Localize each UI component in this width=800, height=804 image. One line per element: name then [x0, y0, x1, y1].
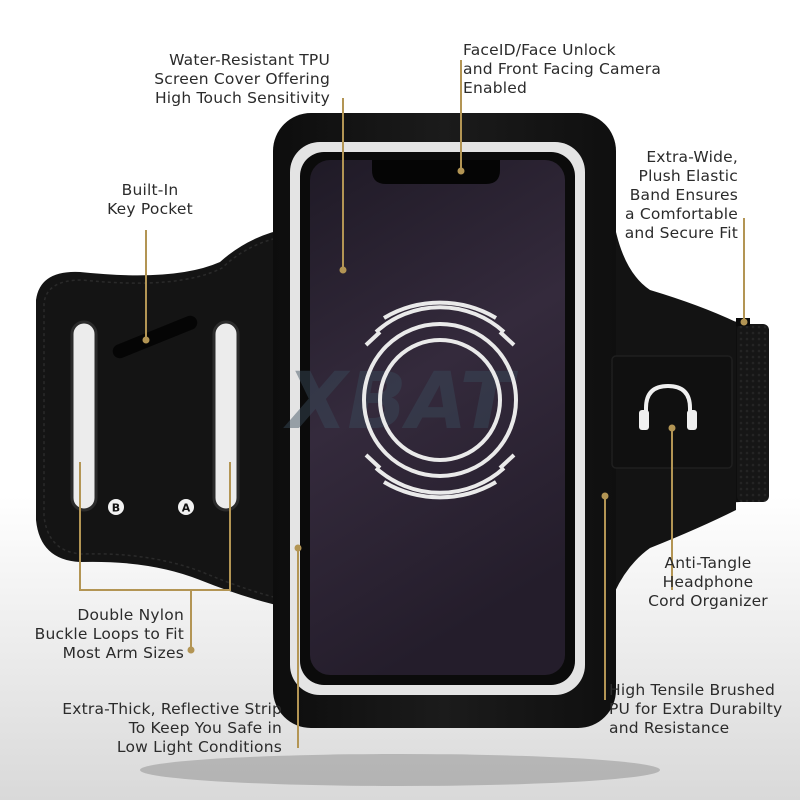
- callout-buckle-line-2: Buckle Loops to Fit: [34, 625, 184, 643]
- callout-strip-line-2: To Keep You Safe in: [128, 719, 282, 737]
- callout-dot-cord: [668, 424, 676, 432]
- key-pocket-slit: [112, 315, 198, 359]
- loop-marker-b: [108, 499, 124, 515]
- callout-cord-organizer: Anti-Tangle Headphone Cord Organizer: [636, 554, 780, 611]
- callout-line-buckle: [79, 462, 231, 591]
- callout-cord-line-1: Anti-Tangle: [664, 554, 752, 572]
- callout-key-line-2: Key Pocket: [107, 200, 193, 218]
- callout-key-line-1: Built-In: [121, 181, 179, 199]
- callout-dot-faceid: [457, 167, 465, 175]
- callout-cord-line-3: Cord Organizer: [648, 592, 768, 610]
- armband-shadow: [140, 754, 660, 786]
- callout-pu-line-3: and Resistance: [609, 719, 730, 737]
- loop-marker-a: [178, 499, 194, 515]
- callout-dot-tpu: [339, 266, 347, 274]
- callout-pu-line-1: High Tensile Brushed: [609, 681, 776, 699]
- callout-cord-line-2: Headphone: [662, 573, 754, 591]
- callout-tpu-line-2: Screen Cover Offering: [154, 70, 330, 88]
- callout-tpu-cover: Water-Resistant TPU Screen Cover Offerin…: [128, 51, 330, 108]
- callout-key-pocket: Built-In Key Pocket: [98, 181, 202, 219]
- callout-band-line-3: Band Ensures: [629, 186, 738, 204]
- buckle-loop-left: [70, 320, 98, 512]
- concentric-rings-logo: [362, 300, 518, 500]
- callout-buckle-line-1: Double Nylon: [77, 606, 184, 624]
- callout-band-line-1: Extra-Wide,: [646, 148, 738, 166]
- callout-strip-line-3: Low Light Conditions: [116, 738, 282, 756]
- loop-marker-b-text: B: [112, 502, 120, 515]
- callout-faceid-line-1: FaceID/Face Unlock: [463, 41, 616, 59]
- callout-dot-band: [740, 318, 748, 326]
- callout-dot-strip: [294, 544, 302, 552]
- callout-elastic-band: Extra-Wide, Plush Elastic Band Ensures a…: [590, 148, 738, 243]
- callout-face-id: FaceID/Face Unlock and Front Facing Came…: [463, 41, 693, 98]
- callout-reflective-strip: Extra-Thick, Reflective Strip To Keep Yo…: [40, 700, 282, 757]
- headphone-icon: [639, 383, 697, 430]
- watermark: XBAT: [283, 357, 518, 447]
- callout-dot-buckle: [187, 646, 195, 654]
- callout-tpu-line-3: High Touch Sensitivity: [154, 89, 330, 107]
- callout-brushed-pu: High Tensile Brushed PU for Extra Durabi…: [609, 681, 799, 738]
- callout-strip-line-1: Extra-Thick, Reflective Strip: [62, 700, 282, 718]
- buckle-loop-right: [212, 320, 240, 512]
- callout-buckle-line-3: Most Arm Sizes: [62, 644, 184, 662]
- callout-band-line-5: and Secure Fit: [624, 224, 738, 242]
- phone-notch: [372, 160, 500, 184]
- callout-faceid-line-3: Enabled: [463, 79, 528, 97]
- phone-screen: [310, 160, 565, 675]
- callout-faceid-line-2: and Front Facing Camera: [463, 60, 662, 78]
- callout-buckle-loops: Double Nylon Buckle Loops to Fit Most Ar…: [6, 606, 184, 663]
- callout-tpu-line-1: Water-Resistant TPU: [169, 51, 330, 69]
- callout-pu-line-2: PU for Extra Durabilty: [609, 700, 783, 718]
- callout-dot-pu: [601, 492, 609, 500]
- callout-dot-key: [142, 336, 150, 344]
- callout-lines: [79, 60, 748, 748]
- loop-marker-a-text: A: [182, 502, 191, 515]
- callout-band-line-4: a Comfortable: [625, 205, 738, 223]
- callout-band-line-2: Plush Elastic: [638, 167, 738, 185]
- velcro-patch: [737, 324, 769, 502]
- left-wing-stitching: [43, 235, 287, 601]
